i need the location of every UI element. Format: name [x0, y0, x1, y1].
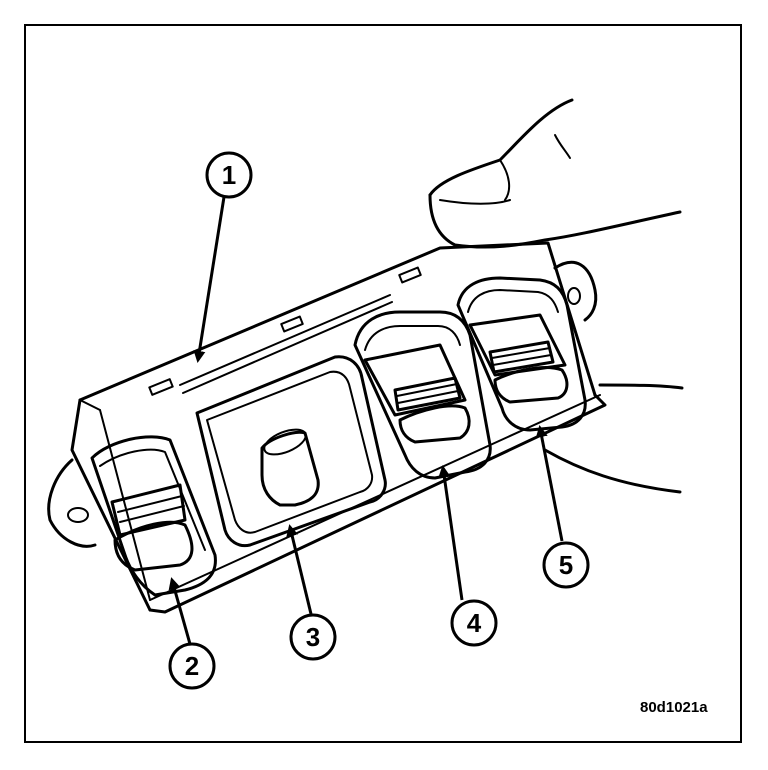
figure-frame [24, 24, 742, 743]
window-switch-center [353, 310, 492, 480]
window-switch-left [90, 435, 217, 597]
switch-bezel [47, 241, 607, 614]
callout-4: 4 [450, 599, 498, 647]
callout-1-label: 1 [222, 160, 236, 190]
lock-switch [195, 355, 387, 548]
leader-arrow-2 [168, 577, 192, 645]
callout-3-label: 3 [306, 622, 320, 652]
upper-hand [428, 98, 682, 249]
leader-arrow-4 [438, 465, 464, 601]
figure-id: 80d1021a [640, 699, 708, 716]
leader-arrows [168, 196, 564, 645]
callout-2: 2 [168, 642, 216, 690]
callout-4-label: 4 [467, 608, 482, 638]
callout-5: 5 [542, 541, 590, 589]
leader-arrow-3 [286, 524, 313, 615]
callout-2-label: 2 [185, 651, 199, 681]
window-switch-right [456, 276, 587, 432]
leader-arrow-5 [535, 425, 564, 542]
callout-5-label: 5 [559, 550, 573, 580]
leader-arrow-1 [193, 196, 226, 363]
lower-hand [543, 383, 684, 494]
callout-3: 3 [289, 613, 337, 661]
callout-1: 1 [205, 151, 253, 199]
